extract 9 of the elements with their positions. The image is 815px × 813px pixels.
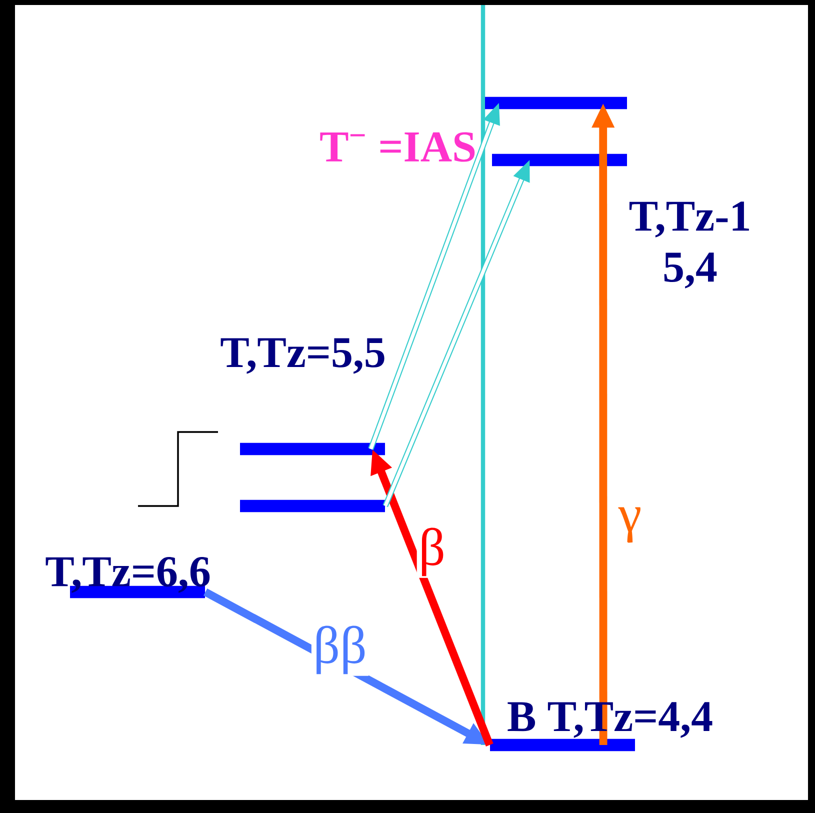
edge-label: γ <box>616 506 644 544</box>
edge-label: ββ <box>311 624 369 676</box>
energy-level <box>485 96 627 110</box>
level-label: T$^{−}$ =IAS <box>320 132 475 162</box>
level-label: T,Tz-1 5,4 <box>629 202 749 288</box>
edge-label: β <box>416 526 448 578</box>
level-label: T,Tz=5,5 <box>220 338 384 374</box>
level-label: T,Tz=6,6 <box>46 557 210 593</box>
energy-level <box>240 500 385 512</box>
